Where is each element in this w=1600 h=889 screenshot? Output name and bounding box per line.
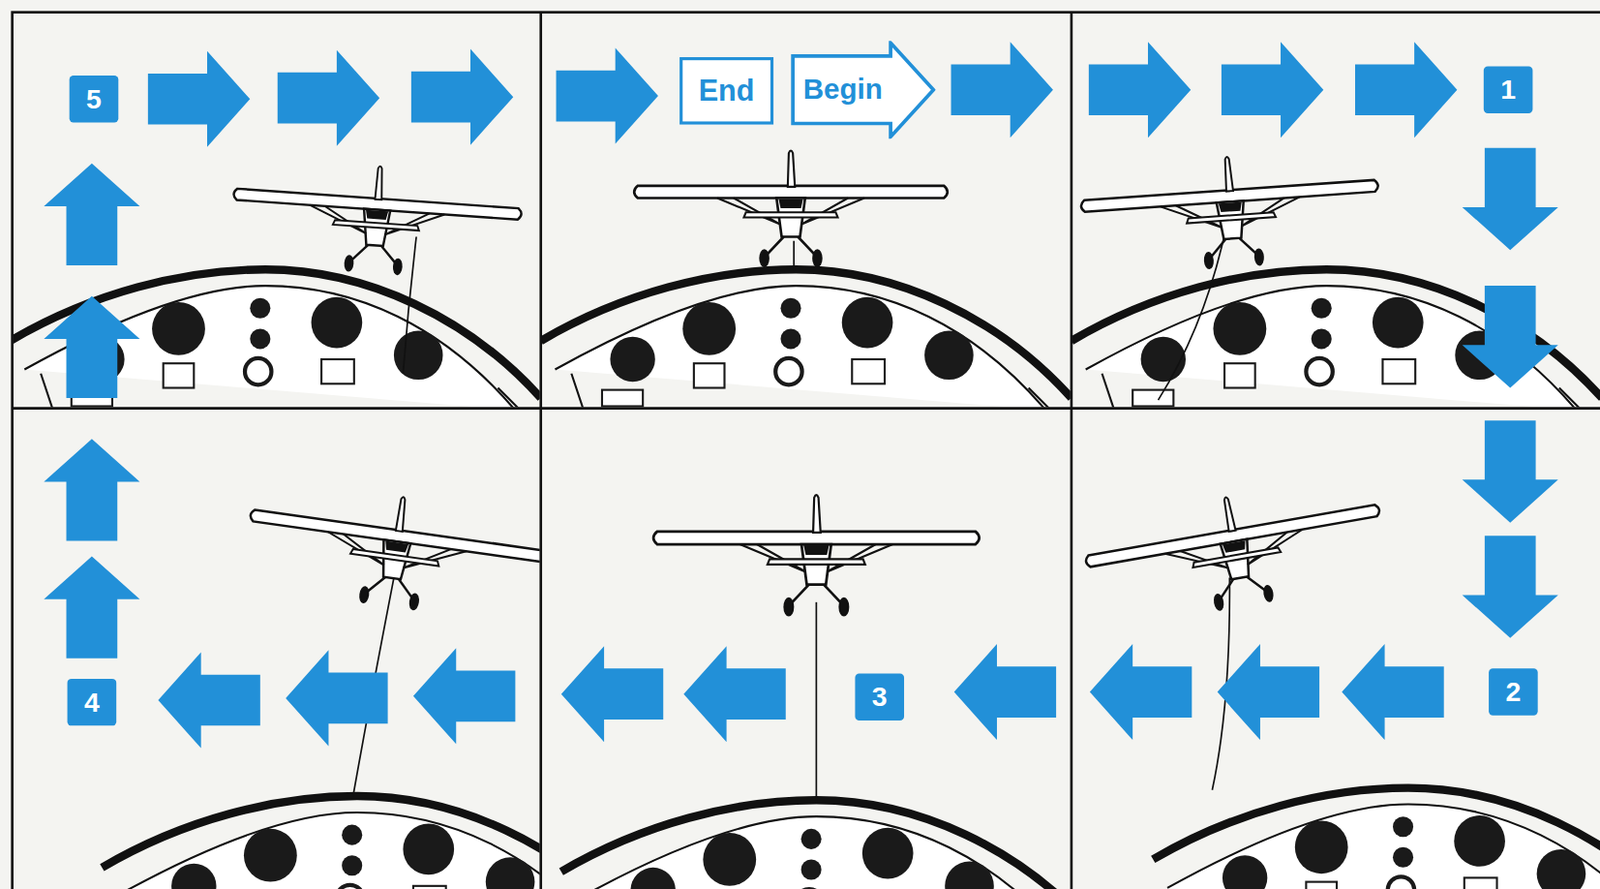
begin-arrow-outline: [792, 42, 934, 137]
panel-divider: [12, 12, 1600, 889]
towplane: [1079, 471, 1392, 633]
step-number: 2: [1488, 667, 1539, 715]
box-label: Begin: [803, 75, 883, 105]
step-number: 3: [854, 673, 905, 721]
flow-arrows: [116, 645, 855, 748]
frame: [12, 12, 1600, 889]
end-box: End: [679, 57, 774, 125]
flow-arrows: [904, 643, 1489, 740]
tow-rope: [815, 602, 818, 803]
step-number-label: 1: [1500, 76, 1516, 104]
box-label: End: [698, 76, 755, 107]
towplane: [229, 155, 525, 284]
flow-arrows: [1462, 113, 1559, 668]
step-number: 4: [67, 678, 118, 725]
panel-center-scene: [542, 150, 1071, 407]
step-number: 5: [69, 75, 120, 122]
towplane: [241, 476, 541, 628]
tow-rope: [1158, 234, 1226, 400]
flow-arrows: [935, 41, 1484, 138]
tow-rope: [402, 237, 417, 374]
instrument-panel: [542, 269, 1071, 407]
tow-rope: [792, 241, 795, 272]
towplane: [1078, 146, 1384, 278]
towplane: [653, 494, 980, 617]
step-number-label: 3: [872, 683, 888, 711]
step-number: 1: [1483, 66, 1534, 114]
step-number-label: 4: [84, 688, 100, 716]
flow-arrows: [43, 121, 140, 678]
towplane: [633, 150, 948, 268]
instrument-panel: [561, 799, 1071, 889]
flow-arrows: [118, 48, 680, 148]
instrument-panel: [101, 795, 540, 889]
begin-arrow-box: Begin: [790, 40, 936, 139]
step-number-label: 5: [86, 85, 102, 113]
instrument-panel: [1152, 787, 1600, 889]
step-number-label: 2: [1505, 677, 1521, 705]
